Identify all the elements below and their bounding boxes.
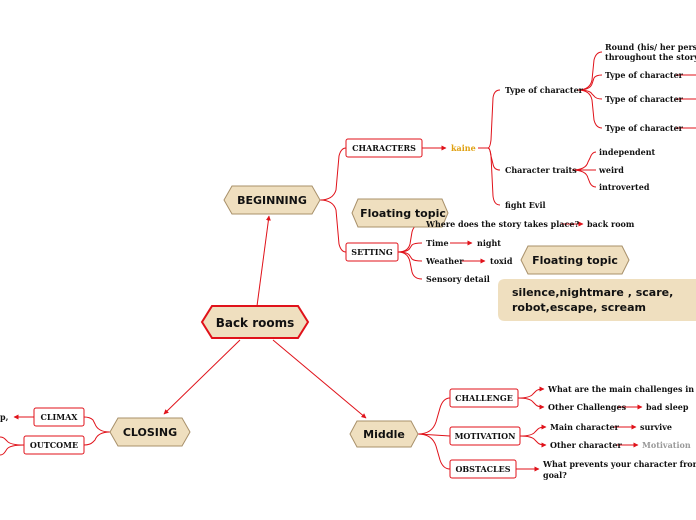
subtopic-obstacles-label: OBSTACLES bbox=[455, 464, 510, 474]
floating-note-line-1: silence,nightmare , scare, bbox=[512, 286, 673, 299]
other-challenges[interactable]: Other Challenges bbox=[548, 402, 627, 412]
subtopic-climax[interactable]: CLIMAX bbox=[33, 407, 85, 427]
setting-sensory-detail[interactable]: Sensory detail bbox=[426, 274, 490, 284]
obstacles-question-line-2: goal? bbox=[543, 470, 567, 480]
connector-to-characters bbox=[319, 147, 347, 201]
subtopic-motivation-label: MOTIVATION bbox=[455, 431, 516, 441]
branch-closing[interactable]: CLOSING bbox=[109, 417, 191, 447]
subtopic-outcome[interactable]: OUTCOME bbox=[23, 435, 85, 455]
character-name[interactable]: kaine bbox=[451, 143, 476, 153]
branch-middle-label: Middle bbox=[363, 428, 405, 441]
trait-introverted[interactable]: introverted bbox=[599, 182, 650, 192]
challenge-question[interactable]: What are the main challenges in your s bbox=[547, 384, 696, 394]
floating-note-line-2: robot,escape, scream bbox=[512, 301, 646, 314]
floating-note[interactable]: silence,nightmare , scare, robot,escape,… bbox=[498, 279, 696, 321]
closing-connectors bbox=[0, 414, 111, 456]
connector-to-setting bbox=[319, 199, 347, 253]
connector-to-middle bbox=[272, 339, 367, 419]
subtopic-obstacles[interactable]: OBSTACLES bbox=[449, 459, 517, 479]
main-character-answer[interactable]: survive bbox=[640, 422, 672, 432]
main-character[interactable]: Main character bbox=[550, 422, 620, 432]
other-character[interactable]: Other character bbox=[550, 440, 622, 450]
subtopic-setting[interactable]: SETTING bbox=[345, 242, 399, 262]
subtopic-challenge-label: CHALLENGE bbox=[455, 393, 513, 403]
middle-connectors bbox=[417, 386, 643, 472]
central-topic-label: Back rooms bbox=[216, 316, 295, 330]
subtopic-setting-label: SETTING bbox=[351, 247, 393, 257]
subtopic-outcome-label: OUTCOME bbox=[30, 440, 78, 450]
type-of-character[interactable]: Type of character bbox=[505, 85, 584, 95]
round-character-line-2: throughout the story) bbox=[605, 52, 696, 62]
floating-topic-1[interactable]: Floating topic bbox=[351, 198, 449, 228]
floating-topic-2-label: Floating topic bbox=[532, 254, 618, 267]
climax-partial-text[interactable]: p, bbox=[0, 412, 9, 422]
type-of-character-a[interactable]: Type of character bbox=[605, 70, 684, 80]
subtopic-characters-label: CHARACTERS bbox=[352, 143, 416, 153]
branch-beginning-label: BEGINNING bbox=[237, 194, 307, 207]
trait-weird[interactable]: weird bbox=[598, 165, 624, 175]
round-character-line-1[interactable]: Round (his/ her persona bbox=[605, 42, 696, 52]
connector-to-closing bbox=[163, 339, 241, 415]
connector-to-beginning bbox=[256, 215, 271, 307]
type-of-character-b[interactable]: Type of character bbox=[605, 94, 684, 104]
other-challenges-answer[interactable]: bad sleep bbox=[646, 402, 689, 412]
character-goal[interactable]: fight Evil bbox=[505, 200, 546, 210]
character-traits[interactable]: Character traits bbox=[505, 165, 577, 175]
setting-time[interactable]: Time bbox=[426, 238, 449, 248]
setting-time-answer[interactable]: night bbox=[477, 238, 501, 248]
setting-weather[interactable]: Weather bbox=[425, 256, 464, 266]
subtopic-climax-label: CLIMAX bbox=[40, 412, 78, 422]
central-connectors bbox=[163, 215, 367, 419]
beginning-connectors bbox=[319, 51, 696, 280]
setting-where-answer[interactable]: back room bbox=[587, 219, 635, 229]
branch-closing-label: CLOSING bbox=[123, 426, 177, 439]
subtopic-challenge[interactable]: CHALLENGE bbox=[449, 388, 519, 408]
other-character-answer[interactable]: Motivation bbox=[642, 440, 691, 450]
setting-where-question[interactable]: Where does the story takes place? bbox=[425, 219, 579, 229]
branch-beginning[interactable]: BEGINNING bbox=[223, 185, 321, 215]
type-of-character-c[interactable]: Type of character bbox=[605, 123, 684, 133]
central-topic[interactable]: Back rooms bbox=[200, 305, 310, 339]
setting-weather-answer[interactable]: toxid bbox=[490, 256, 513, 266]
floating-topic-1-label: Floating topic bbox=[360, 207, 446, 220]
subtopic-motivation[interactable]: MOTIVATION bbox=[449, 426, 521, 446]
floating-topic-2[interactable]: Floating topic bbox=[520, 245, 630, 275]
trait-independent[interactable]: independent bbox=[599, 147, 656, 157]
subtopic-characters[interactable]: CHARACTERS bbox=[345, 138, 423, 158]
branch-middle[interactable]: Middle bbox=[349, 420, 419, 448]
obstacles-question-line-1[interactable]: What prevents your character from acc bbox=[542, 459, 696, 469]
